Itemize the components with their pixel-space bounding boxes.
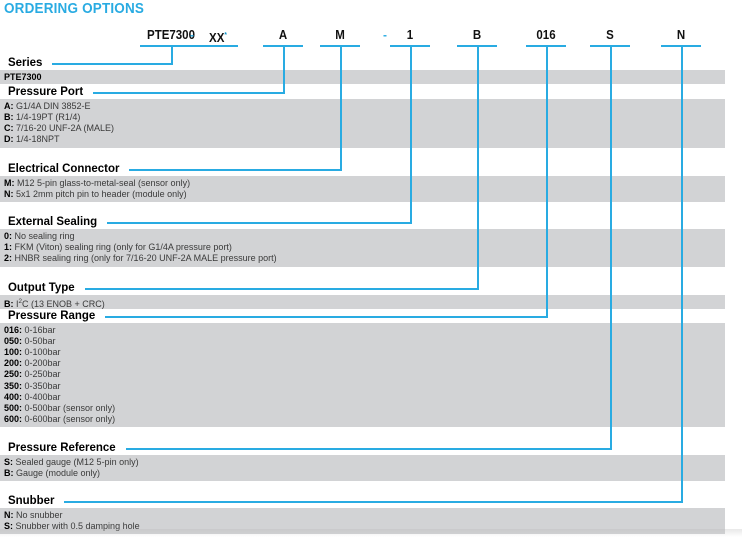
code-separator-1: - xyxy=(383,28,387,42)
option-row-5-8: 600: 0-600bar (sensor only) xyxy=(4,412,116,424)
leader-vertical-1 xyxy=(283,45,285,94)
code-token-1: XX* xyxy=(209,31,227,46)
option-row-2-1: N: 5x1 2mm pitch pin to header (module o… xyxy=(4,188,187,200)
option-row-3-0: 0: No sealing ring xyxy=(4,230,75,241)
section-heading-2: Electrical Connector xyxy=(8,161,120,175)
leader-horizontal-6 xyxy=(125,448,612,450)
leader-horizontal-5 xyxy=(105,316,548,318)
option-row-5-5: 350: 0-350bar xyxy=(4,379,61,391)
page-title: ORDERING OPTIONS xyxy=(4,1,145,17)
option-row-5-6: 400: 0-400bar xyxy=(4,390,61,402)
option-row-1-3: D: 1/4-18NPT xyxy=(4,133,60,145)
leader-horizontal-4 xyxy=(84,288,479,290)
option-band-0 xyxy=(0,70,725,84)
code-token-6: 016 xyxy=(536,28,556,42)
option-row-0-0: PTE7300 xyxy=(4,71,42,82)
option-row-1-1: B: 1/4-19PT (R1/4) xyxy=(4,111,81,123)
leader-horizontal-2 xyxy=(129,169,342,171)
leader-vertical-4 xyxy=(477,45,479,290)
option-band-1 xyxy=(0,99,725,148)
leader-vertical-3 xyxy=(410,45,412,224)
section-heading-4: Output Type xyxy=(8,280,75,294)
option-row-4-0: B: I2C (13 ENOB + CRC) xyxy=(4,298,105,310)
code-token-4: 1 xyxy=(406,28,414,42)
leader-horizontal-7 xyxy=(64,501,683,503)
option-row-1-0: A: G1/4A DIN 3852-E xyxy=(4,100,91,111)
code-token-7: S xyxy=(606,28,614,42)
leader-vertical-7 xyxy=(681,45,683,503)
section-heading-3: External Sealing xyxy=(8,214,98,228)
option-row-7-1: S: Snubber with 0.5 damping hole xyxy=(4,520,140,532)
option-band-7 xyxy=(0,508,725,534)
section-heading-1: Pressure Port xyxy=(8,84,84,98)
leader-vertical-0 xyxy=(171,45,173,65)
option-row-5-7: 500: 0-500bar (sensor only) xyxy=(4,401,116,413)
code-token-0: PTE7300 xyxy=(147,28,195,42)
section-heading-0: Series xyxy=(8,55,43,69)
leader-horizontal-1 xyxy=(93,92,285,94)
option-row-2-0: M: M12 5-pin glass-to-metal-seal (sensor… xyxy=(4,177,191,188)
option-row-5-3: 200: 0-200bar xyxy=(4,357,61,369)
option-band-5 xyxy=(0,323,725,427)
section-heading-7: Snubber xyxy=(8,493,55,507)
option-band-4 xyxy=(0,295,725,309)
option-row-3-1: 1: FKM (Viton) sealing ring (only for G1… xyxy=(4,241,232,253)
bottom-shadow xyxy=(0,529,742,537)
leader-vertical-6 xyxy=(610,45,612,450)
section-heading-5: Pressure Range xyxy=(8,308,96,322)
leader-horizontal-3 xyxy=(107,222,412,224)
section-heading-6: Pressure Reference xyxy=(8,440,116,454)
option-band-6 xyxy=(0,455,725,481)
option-band-2 xyxy=(0,176,725,202)
option-row-6-1: B: Gauge (module only) xyxy=(4,467,101,479)
leader-horizontal-0 xyxy=(52,63,173,65)
code-separator-0: - xyxy=(190,28,194,42)
option-row-3-2: 2: HNBR sealing ring (only for 7/16-20 U… xyxy=(4,252,277,264)
part-number-code-row: PTE7300 XX* A M 1 B 016 S N - - xyxy=(0,28,742,50)
option-band-3 xyxy=(0,229,725,267)
code-token-3: M xyxy=(335,28,345,42)
option-row-5-2: 100: 0-100bar xyxy=(4,346,61,358)
option-row-5-4: 250: 0-250bar xyxy=(4,368,61,380)
option-row-1-2: C: 7/16-20 UNF-2A (MALE) xyxy=(4,122,115,134)
code-token-8: N xyxy=(676,28,686,42)
option-row-6-0: S: Sealed gauge (M12 5-pin only) xyxy=(4,456,139,467)
option-row-5-0: 016: 0-16bar xyxy=(4,324,56,335)
code-underline-1 xyxy=(198,45,238,47)
leader-vertical-2 xyxy=(340,45,342,171)
code-token-2: A xyxy=(278,28,288,42)
leader-vertical-5 xyxy=(546,45,548,318)
option-row-5-1: 050: 0-50bar xyxy=(4,335,56,347)
option-row-7-0: N: No snubber xyxy=(4,509,63,520)
code-token-5: B xyxy=(472,28,482,42)
